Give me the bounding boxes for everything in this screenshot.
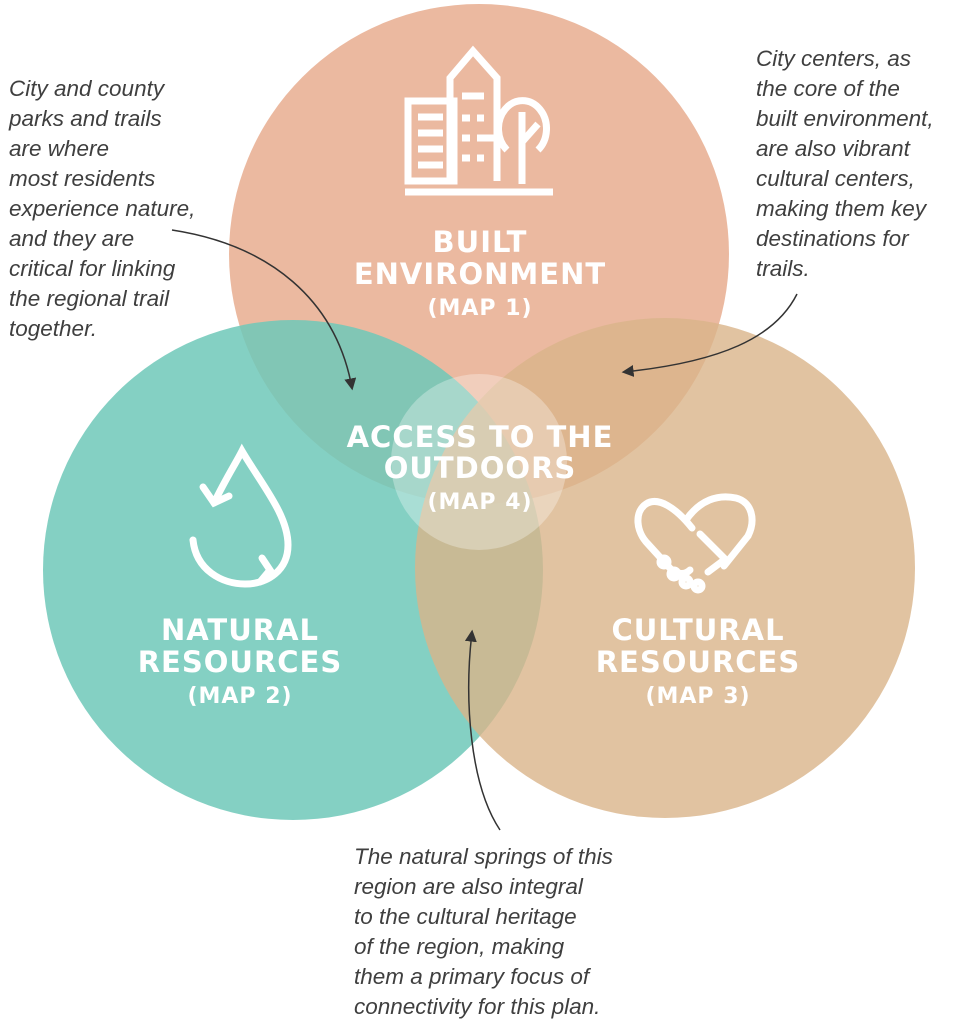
built-environment-label: BUILT ENVIRONMENT (MAP 1) bbox=[330, 226, 630, 324]
access-map-ref: (MAP 4) bbox=[427, 490, 533, 515]
built-title-line2: ENVIRONMENT bbox=[353, 257, 607, 291]
access-title-line1: ACCESS TO THE bbox=[346, 420, 614, 454]
cultural-title-line1: CULTURAL bbox=[611, 613, 785, 647]
natural-map-ref: (MAP 2) bbox=[187, 684, 293, 709]
natural-title-line2: RESOURCES bbox=[137, 645, 343, 679]
access-title-line2: OUTDOORS bbox=[383, 451, 577, 485]
water-drop-cycle-icon bbox=[189, 443, 292, 588]
city-centers-arrow bbox=[621, 293, 798, 377]
access-outdoors-label: ACCESS TO THE OUTDOORS (MAP 4) bbox=[300, 422, 660, 518]
built-title-line1: BUILT bbox=[432, 225, 528, 259]
built-map-ref: (MAP 1) bbox=[427, 296, 533, 321]
natural-resources-label: NATURAL RESOURCES (MAP 2) bbox=[90, 614, 390, 712]
cultural-resources-label: CULTURAL RESOURCES (MAP 3) bbox=[548, 614, 848, 712]
buildings-tree-icon bbox=[404, 45, 553, 196]
cultural-map-ref: (MAP 3) bbox=[645, 684, 751, 709]
natural-resources-circle bbox=[43, 320, 543, 820]
parks-arrow bbox=[171, 229, 357, 391]
springs-annotation: The natural springs of this region are a… bbox=[354, 844, 613, 1019]
access-outdoors-circle bbox=[391, 374, 567, 550]
springs-arrow bbox=[464, 629, 501, 831]
city-centers-annotation: City centers, as the core of the built e… bbox=[756, 46, 934, 281]
cultural-title-line2: RESOURCES bbox=[595, 645, 801, 679]
handshake-heart-icon bbox=[634, 493, 756, 594]
natural-title-line1: NATURAL bbox=[160, 613, 320, 647]
parks-annotation: City and county parks and trails are whe… bbox=[9, 76, 196, 341]
